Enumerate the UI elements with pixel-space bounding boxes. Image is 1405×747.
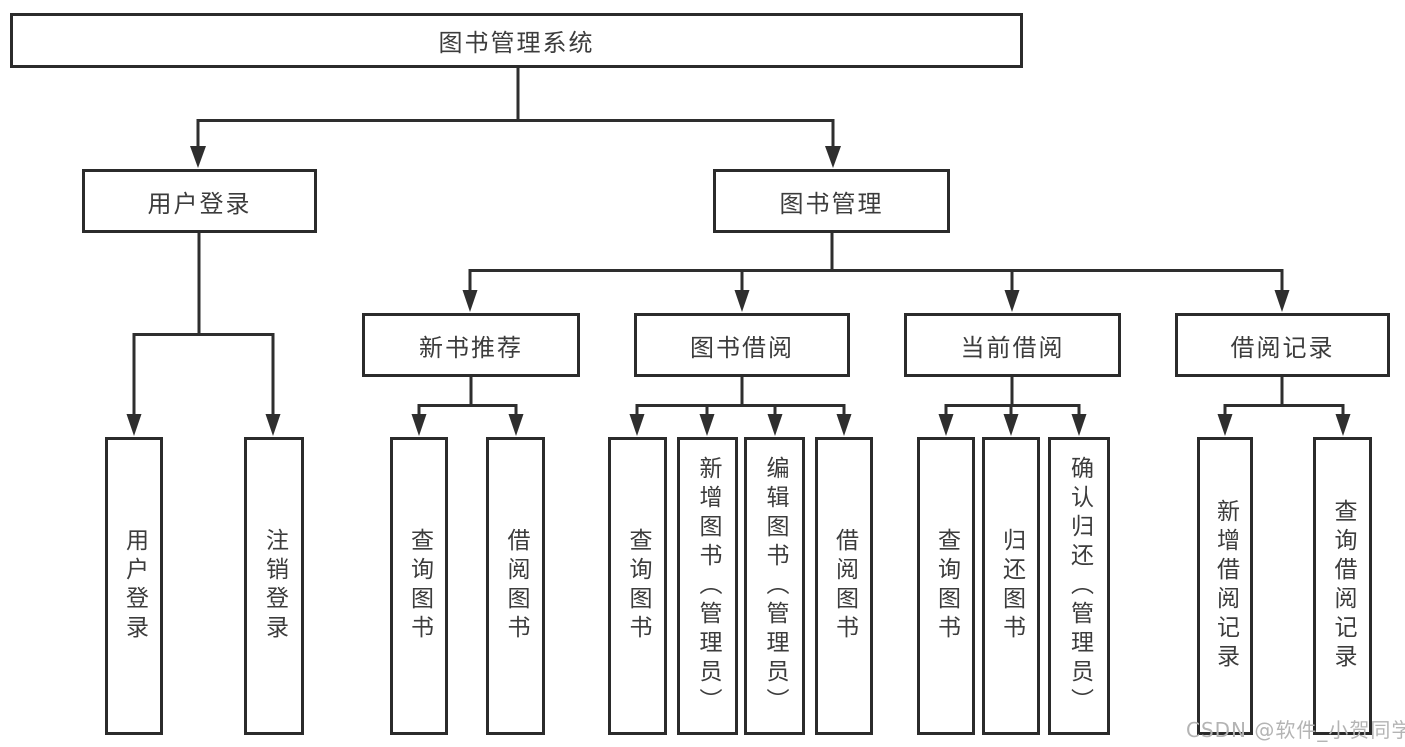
node-label: 归还图书 — [998, 528, 1025, 644]
node-new-book-recommendation: 新书推荐 — [362, 313, 580, 377]
node-confirm-return-admin: 确认归还（管理员） — [1048, 437, 1110, 735]
csdn-watermark: CSDN @软件_小贺同学 — [1186, 718, 1405, 742]
node-book-borrowing: 图书借阅 — [634, 313, 850, 377]
node-borrow-books-recommend: 借阅图书 — [486, 437, 545, 735]
node-query-books-recommend: 查询图书 — [390, 437, 448, 735]
node-return-books: 归还图书 — [982, 437, 1040, 735]
node-label: 用户登录 — [147, 189, 252, 218]
node-label: 图书管理系统 — [438, 29, 595, 57]
node-label: 图书管理 — [779, 189, 884, 218]
node-label: 确认归还（管理员） — [1066, 455, 1093, 717]
node-query-books-borrow: 查询图书 — [608, 437, 667, 735]
node-user-login: 用户登录 — [82, 169, 317, 233]
node-label: 借阅记录 — [1230, 333, 1335, 362]
node-edit-books-admin: 编辑图书（管理员） — [744, 437, 805, 735]
node-borrowing-records: 借阅记录 — [1175, 313, 1390, 377]
node-current-borrowing: 当前借阅 — [904, 313, 1121, 377]
node-book-management-system: 图书管理系统 — [10, 13, 1023, 68]
node-query-borrow-record: 查询借阅记录 — [1313, 437, 1372, 735]
node-label: 注销登录 — [261, 528, 288, 644]
node-label: 借阅图书 — [503, 528, 529, 644]
node-label: 图书借阅 — [690, 333, 794, 362]
node-label: 查询借阅记录 — [1330, 499, 1356, 673]
node-add-books-admin: 新增图书（管理员） — [677, 437, 738, 735]
node-query-books-current: 查询图书 — [917, 437, 975, 735]
node-label: 新增借阅记录 — [1212, 499, 1239, 673]
node-borrow-books-borrow: 借阅图书 — [815, 437, 873, 735]
node-add-borrow-record: 新增借阅记录 — [1197, 437, 1253, 735]
node-label: 查询图书 — [406, 528, 433, 644]
node-label: 用户登录 — [121, 528, 148, 644]
node-user-login-leaf: 用户登录 — [105, 437, 163, 735]
node-label: 当前借阅 — [960, 333, 1065, 362]
node-label: 查询图书 — [933, 528, 960, 644]
node-label: 借阅图书 — [831, 528, 858, 644]
node-label: 新增图书（管理员） — [695, 455, 721, 717]
node-book-management: 图书管理 — [713, 169, 950, 233]
node-logout: 注销登录 — [244, 437, 304, 735]
node-label: 查询图书 — [625, 528, 651, 644]
node-label: 新书推荐 — [419, 333, 523, 362]
node-label: 编辑图书（管理员） — [762, 455, 788, 717]
